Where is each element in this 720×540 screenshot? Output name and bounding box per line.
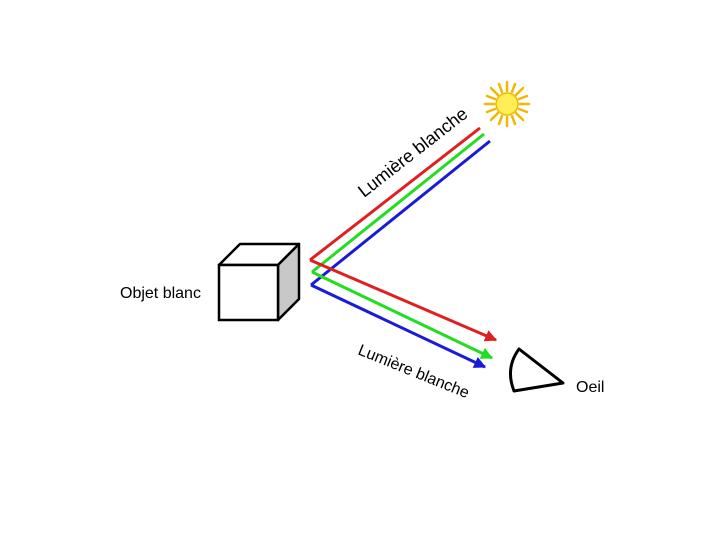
reflected-ray-green [311,270,494,360]
incident-light-label: Lumière blanche [354,103,471,201]
reflected-ray-red [309,258,498,342]
eye-label: Oeil [576,379,604,396]
reflected-ray-blue [310,283,487,369]
incident-ray-green [311,132,485,274]
sun-icon [483,80,531,128]
object-label: Objet blanc [120,285,201,302]
eye-icon [508,347,565,393]
incident-ray-blue [310,139,491,287]
incident-ray-red [309,126,481,262]
cube-icon [217,242,301,322]
